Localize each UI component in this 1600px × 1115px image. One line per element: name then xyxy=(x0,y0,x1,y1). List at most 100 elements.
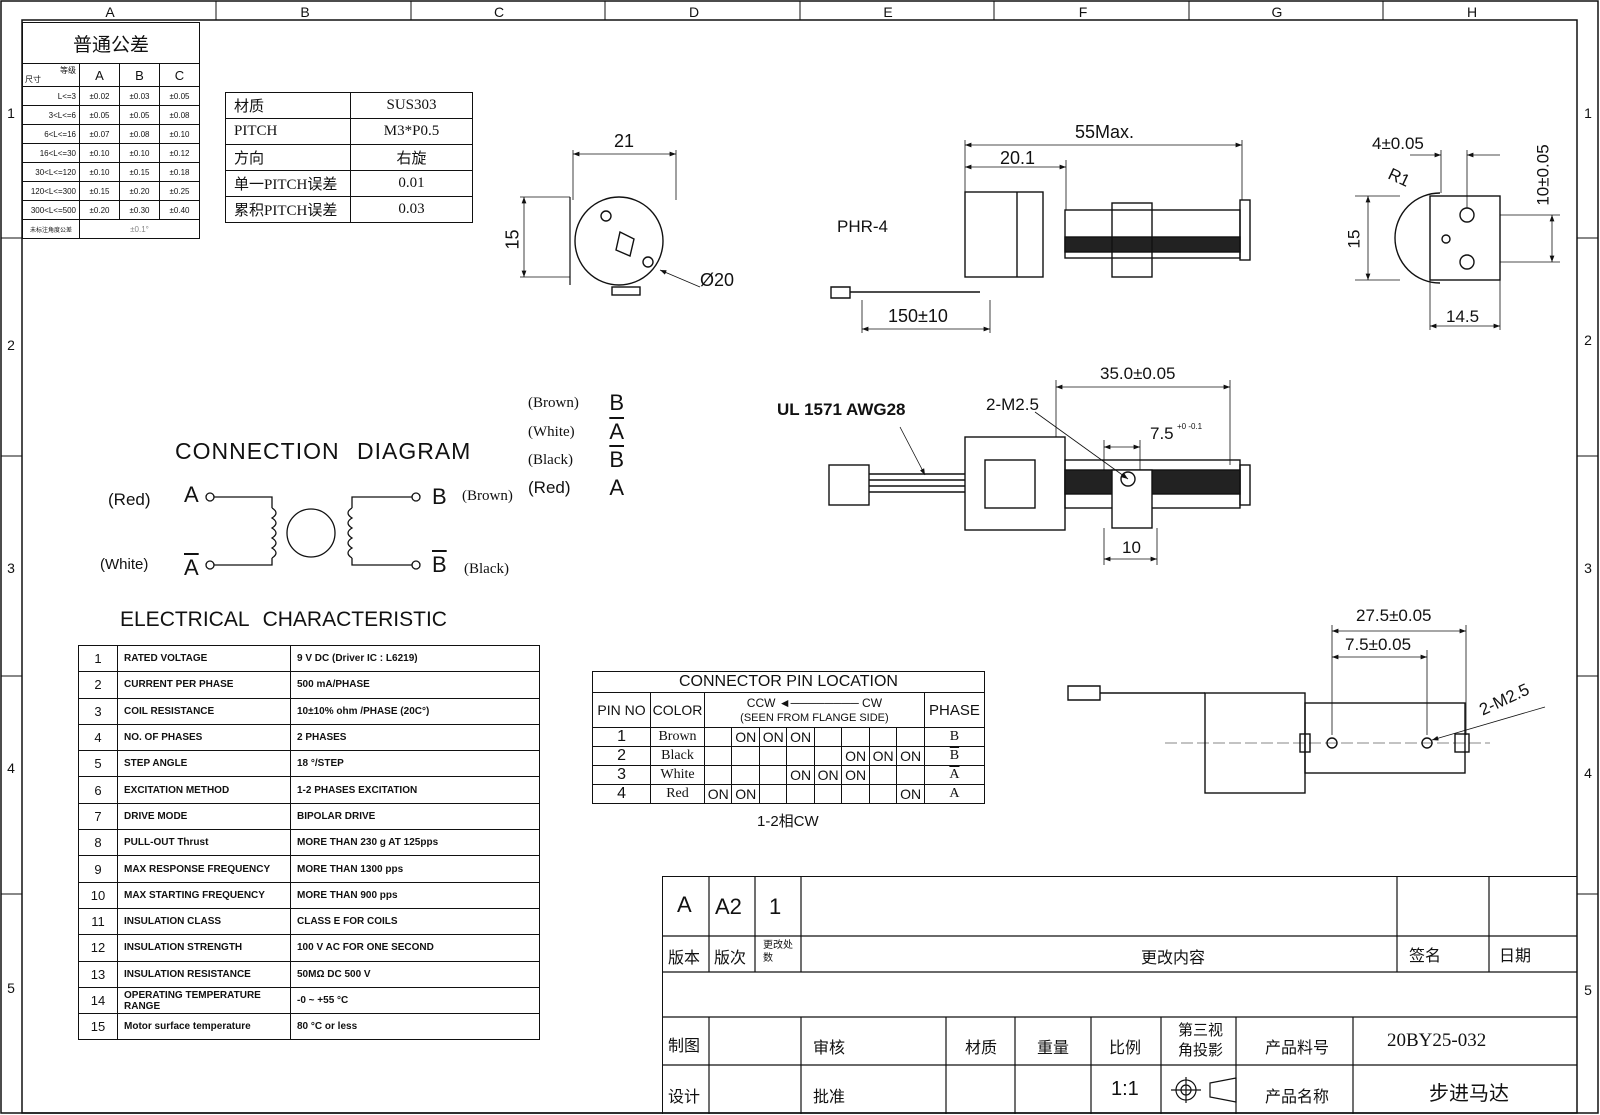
size-value: A2 xyxy=(715,894,742,919)
electrical-cell-k: NO. OF PHASES xyxy=(117,723,291,752)
electrical-cell-v: MORE THAN 900 pps xyxy=(290,881,540,909)
row-label-3: 3 xyxy=(7,560,15,576)
pin-step-cell xyxy=(758,746,788,766)
electrical-cell-v: 500 mA/PHASE xyxy=(290,671,540,699)
pin-phase: B xyxy=(923,746,986,766)
tolerance-cell: 3<L<=6 xyxy=(22,105,80,125)
tolerance-cell: ±0.10 xyxy=(159,124,200,144)
tolerance-cell: ±0.07 xyxy=(79,124,120,144)
electrical-cell-n: 15 xyxy=(78,1013,118,1041)
material-row: 方向右旋 xyxy=(225,144,473,171)
electrical-cell-v: CLASS E FOR COILS xyxy=(290,907,540,936)
tolerance-row: 16<L<=30±0.10±0.10±0.12 xyxy=(22,143,200,163)
electrical-cell-n: 11 xyxy=(78,907,118,936)
conn-red-label: (Red) xyxy=(108,490,151,509)
change-count-header: 更改处数 xyxy=(763,940,793,964)
pin-number: 1 xyxy=(591,727,652,747)
material-value: 0.03 xyxy=(350,196,473,223)
electrical-cell-v: 2 PHASES xyxy=(290,723,540,752)
tolerance-cell: ±0.05 xyxy=(159,86,200,106)
electrical-cell-k: CURRENT PER PHASE xyxy=(117,671,291,699)
legend-symbol: B xyxy=(609,447,624,472)
electrical-cell-v: 18 °/STEP xyxy=(290,750,540,778)
material-value: 0.01 xyxy=(350,170,473,197)
angle-tolerance-value: ±0.1° xyxy=(79,219,200,239)
electrical-cell-k: INSULATION CLASS xyxy=(117,907,291,936)
electrical-cell-v: MORE THAN 230 g AT 125pps xyxy=(290,829,540,857)
pin-step-cell xyxy=(868,727,898,747)
material-value: SUS303 xyxy=(350,92,473,119)
projection-label: 第三视角投影 xyxy=(1178,1022,1224,1059)
draw-label: 制图 xyxy=(668,1038,701,1055)
tolerance-cell: 30<L<=120 xyxy=(22,162,80,182)
weight-label: 重量 xyxy=(1037,1040,1070,1057)
pin-step-cell xyxy=(896,765,925,785)
electrical-title: ELECTRICAL CHARACTERISTIC xyxy=(120,608,447,631)
pin-header-phase: PHASE xyxy=(923,692,986,728)
tolerance-cell: ±0.15 xyxy=(79,181,120,201)
approve-label: 批准 xyxy=(813,1089,846,1106)
tolerance-cell: L<=3 xyxy=(22,86,80,106)
electrical-cell-n: 3 xyxy=(78,697,118,725)
pin-step-cell xyxy=(703,765,733,785)
pin-step-cell: ON xyxy=(786,727,815,747)
conn-brown-label: (Brown) xyxy=(462,488,513,504)
tolerance-row: 3<L<=6±0.05±0.05±0.08 xyxy=(22,105,200,125)
side-view-top xyxy=(830,140,1251,333)
pin-step-cell: ON xyxy=(731,784,760,804)
tolerance-cell: ±0.20 xyxy=(119,181,160,201)
legend-color: (White) xyxy=(528,423,575,440)
legend-symbol: A xyxy=(609,419,624,444)
col-label-d: D xyxy=(689,4,699,20)
product-name-label: 产品名称 xyxy=(1265,1089,1330,1106)
pin-step-cell xyxy=(731,765,760,785)
legend-color: (Black) xyxy=(528,451,573,468)
pin-step-cell: ON xyxy=(703,784,733,804)
tolerance-cell: ±0.40 xyxy=(159,200,200,220)
material-key: 累积PITCH误差 xyxy=(225,196,351,223)
pin-number: 3 xyxy=(591,765,652,785)
product-name-value: 步进马达 xyxy=(1429,1083,1509,1105)
svg-text:5: 5 xyxy=(1584,982,1592,998)
pin-color: Black xyxy=(650,746,705,766)
tolerance-row: 30<L<=120±0.10±0.15±0.18 xyxy=(22,162,200,182)
pin-step-cell: ON xyxy=(731,727,760,747)
tolerance-cell: ±0.02 xyxy=(79,86,120,106)
electrical-cell-n: 5 xyxy=(78,750,118,778)
date-header: 日期 xyxy=(1499,948,1532,965)
legend-symbol: B xyxy=(609,390,624,415)
conn-white-label: (White) xyxy=(100,556,149,573)
legend-symbol: A xyxy=(609,475,624,500)
pin-color: Red xyxy=(650,784,705,804)
tolerance-col-c: C xyxy=(159,63,200,87)
top-view xyxy=(828,380,1251,565)
part-number-label: 产品料号 xyxy=(1265,1040,1330,1057)
tolerance-cell: ±0.05 xyxy=(79,105,120,125)
tolerance-cell: ±0.05 xyxy=(119,105,160,125)
pin-header-color: COLOR xyxy=(650,692,705,728)
electrical-cell-n: 14 xyxy=(78,986,118,1015)
col-label-e: E xyxy=(883,4,892,20)
row-label-5: 5 xyxy=(7,980,15,996)
tolerance-cell: 120<L<=300 xyxy=(22,181,80,201)
electrical-cell-k: PULL-OUT Thrust xyxy=(117,829,291,857)
pin-step-cell: ON xyxy=(813,765,843,785)
pin-header-steps: CCW ◄──────── CW (SEEN FROM FLANGE SIDE) xyxy=(703,692,925,728)
tolerance-cell: 6<L<=16 xyxy=(22,124,80,144)
tolerance-row: 300<L<=500±0.20±0.30±0.40 xyxy=(22,200,200,220)
tolerance-cell: ±0.08 xyxy=(119,124,160,144)
electrical-cell-n: 12 xyxy=(78,934,118,962)
electrical-cell-k: INSULATION RESISTANCE xyxy=(117,960,291,988)
connection-schematic xyxy=(205,492,421,570)
